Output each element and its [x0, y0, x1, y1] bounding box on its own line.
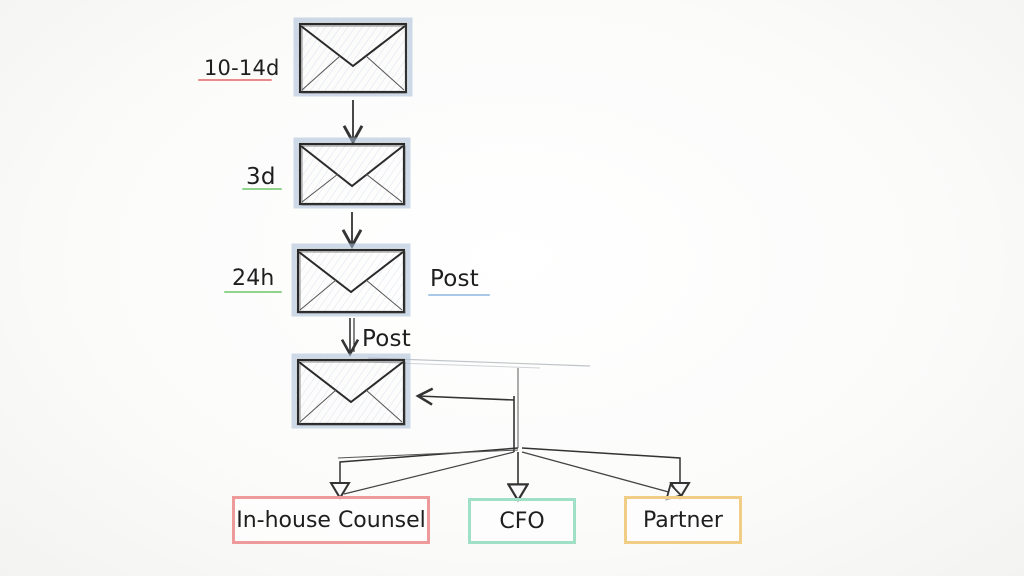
arrow-3-4 [340, 318, 360, 357]
envelope-icon-4 [291, 353, 411, 429]
post-label-arrow: Post [362, 326, 411, 352]
feedback-arrow [415, 368, 519, 452]
recipient-cfo-label: CFO [499, 508, 545, 534]
delay-label-3: 24h [232, 266, 275, 291]
envelope-icon-2 [293, 137, 411, 209]
delay-underline-1 [198, 79, 272, 81]
post-underline-side [428, 294, 490, 296]
delay-underline-3 [224, 291, 282, 293]
recipient-partner-label: Partner [643, 507, 723, 533]
delay-label-1: 10-14d [204, 56, 280, 80]
recipient-in-house-counsel: In-house Counsel [232, 496, 430, 544]
delay-label-2: 3d [246, 164, 276, 190]
envelope-icon-3 [291, 243, 411, 317]
recipient-partner: Partner [624, 496, 742, 544]
recipient-cfo: CFO [468, 498, 576, 544]
recipient-in-house-counsel-label: In-house Counsel [236, 507, 426, 533]
post-label-side: Post [430, 266, 479, 292]
distribution-arrows [338, 447, 680, 494]
delay-underline-2 [242, 188, 282, 190]
envelope-icon-1 [293, 17, 413, 97]
